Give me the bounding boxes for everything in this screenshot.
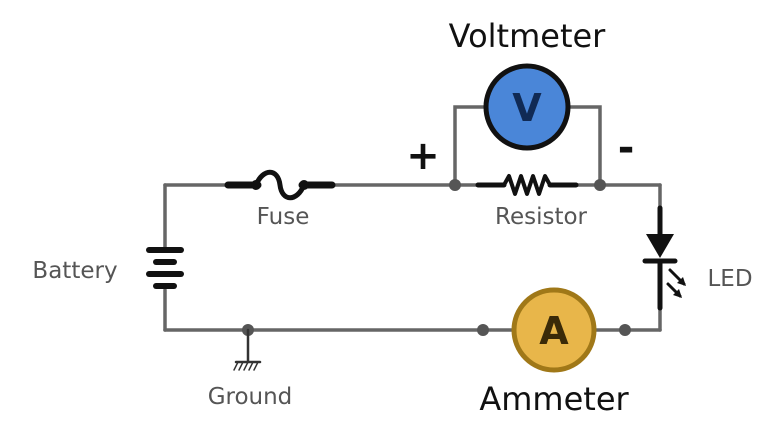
junction-dot bbox=[594, 179, 606, 191]
fuse-label: Fuse bbox=[257, 204, 310, 230]
wire-voltmeter-right bbox=[566, 105, 602, 187]
voltmeter: V bbox=[483, 63, 571, 151]
resistor-label: Resistor bbox=[495, 204, 588, 230]
fuse-symbol bbox=[224, 169, 336, 201]
ground-symbol bbox=[233, 328, 262, 371]
led-label: LED bbox=[707, 266, 752, 292]
ammeter-circle bbox=[511, 287, 597, 373]
ammeter-label: Ammeter bbox=[479, 380, 629, 418]
battery-label: Battery bbox=[32, 258, 117, 284]
junction-dot bbox=[619, 324, 631, 336]
voltmeter-label: Voltmeter bbox=[449, 17, 607, 55]
minus-sign: - bbox=[618, 125, 635, 171]
ground-label: Ground bbox=[208, 384, 293, 410]
voltmeter-circle bbox=[483, 63, 571, 151]
led-symbol bbox=[642, 205, 686, 311]
plus-sign: + bbox=[406, 133, 440, 179]
junction-dot bbox=[477, 324, 489, 336]
wire-voltmeter-left bbox=[453, 105, 488, 187]
battery-symbol bbox=[146, 247, 184, 289]
ammeter-symbol: A bbox=[539, 309, 569, 353]
wires bbox=[163, 105, 662, 332]
resistor-symbol bbox=[475, 174, 579, 196]
ammeter: A bbox=[511, 287, 597, 373]
junctions bbox=[242, 179, 631, 336]
junction-dot bbox=[449, 179, 461, 191]
voltmeter-symbol: V bbox=[512, 86, 542, 130]
